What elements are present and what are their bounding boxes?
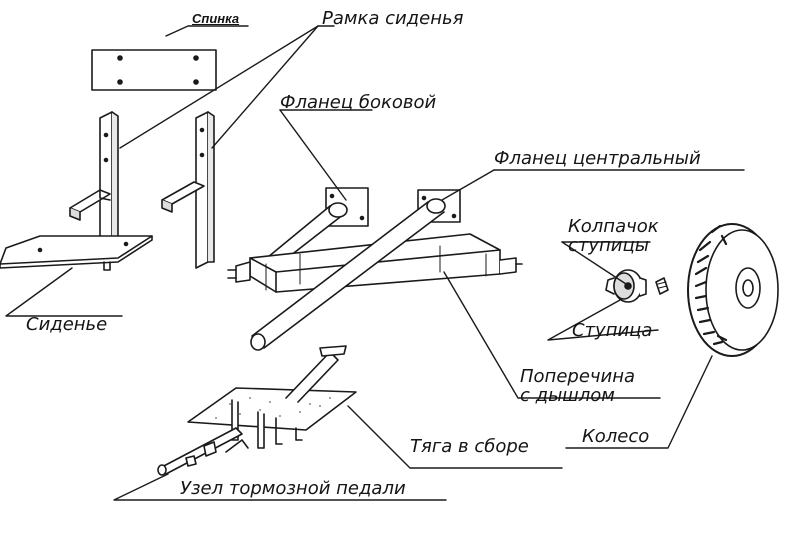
central-flange-label: Фланец центральный [494, 148, 701, 169]
brake-pedal-label: Узел тормозной педали [180, 478, 406, 499]
backrest-label: Спинка [192, 11, 240, 26]
drawbar-tube [250, 198, 446, 351]
leader-lines [5, 25, 745, 501]
side-flange-label: Фланец боковой [280, 92, 437, 113]
hub-cap-label: Колпачок ступицы [568, 216, 659, 256]
crossbar-label: Поперечина с дышлом [520, 366, 636, 406]
brake-pedal-assembly [157, 345, 357, 476]
seat-frame-label: Рамка сиденья [322, 8, 464, 29]
wheel-part [687, 223, 779, 357]
hub-label: Ступица [572, 320, 653, 341]
linkage-label: Тяга в сборе [410, 436, 529, 457]
seat-label: Сиденье [26, 314, 108, 335]
hub-cap-part [655, 277, 669, 295]
backrest-part [91, 49, 217, 91]
seat-frame-left [69, 111, 119, 257]
seat-part [0, 235, 153, 271]
wheel-label: Колесо [582, 426, 650, 447]
seat-frame-right [161, 111, 215, 269]
